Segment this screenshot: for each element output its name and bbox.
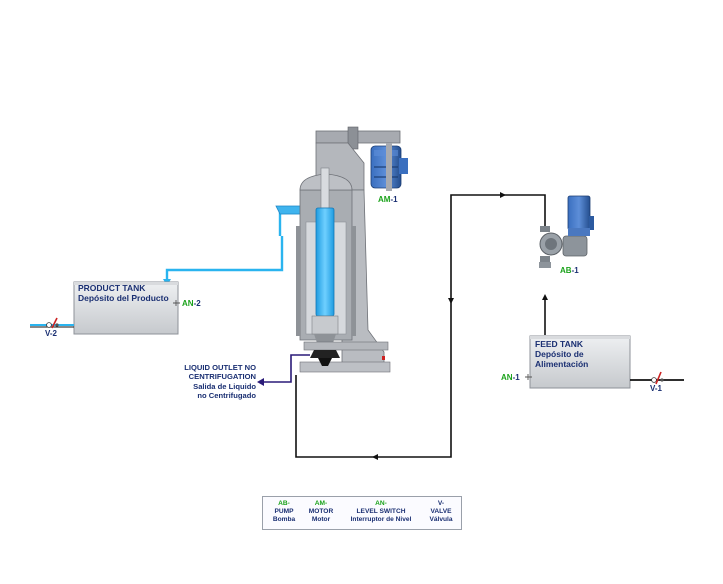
legend-key: AM- [314,500,328,507]
level-switch-icon [525,374,532,380]
liquid-outlet-label: LIQUID OUTLET NO CENTRIFUGATION Salida d… [170,363,256,401]
liquid-outlet-line2: CENTRIFUGATION [188,372,256,382]
product-line [165,211,318,282]
feed-tank-subtitle-2: Alimentación [535,359,589,369]
liquid-outlet-line4: no Centrifugado [197,391,256,401]
tag-an2[interactable]: AN-2 [182,299,201,308]
legend-item-level-switch: AN- LEVEL SWITCH Interruptor de Nivel [341,500,421,525]
tag-ab1[interactable]: AB-1 [560,266,579,275]
flow-arrow [500,192,506,198]
feed-tank-subtitle-1: Depósito de [535,349,584,359]
legend-es: Interruptor de Nivel [350,516,412,524]
liquid-outlet-line1: LIQUID OUTLET NO [184,363,256,372]
tag-ab1-prefix: AB [560,266,572,275]
product-tank-title: PRODUCT TANK [78,283,146,293]
liquid-outlet-line3: Salida de Liquido [193,381,256,391]
centrifuge-icon[interactable] [296,126,401,373]
legend-key: AB- [278,500,290,507]
outlet-line [262,354,310,383]
tag-an2-prefix: AN [182,299,194,308]
legend-en: PUMP [274,508,294,516]
valve-icon[interactable] [46,317,59,329]
legend-es: Bomba [272,516,296,524]
valve-icon[interactable] [651,371,664,385]
flow-arrow [542,294,548,300]
flow-arrow [257,378,264,386]
legend-key: AN- [375,500,387,507]
legend: AB- PUMP Bomba AM- MOTOR Motor AN- LEVEL… [262,496,462,530]
legend-en: VALVE [430,508,452,516]
tag-am1-suffix: -1 [390,195,398,204]
tag-ab1-suffix: -1 [571,266,579,275]
level-switch-icon [173,300,180,306]
pump-icon[interactable] [539,195,594,268]
tag-am1-prefix: AM [378,195,391,204]
legend-item-pump: AB- PUMP Bomba [267,500,301,525]
tag-an1-prefix: AN [501,373,513,382]
flow-arrow [448,298,454,304]
product-tank-label: PRODUCT TANK Depósito del Producto [78,283,169,303]
feed-line [295,194,546,458]
flow-arrow [372,454,378,460]
product-tank-subtitle: Depósito del Producto [78,293,169,303]
product-tank [73,281,179,335]
tag-am1[interactable]: AM-1 [378,195,398,204]
feed-tank-label: FEED TANK Depósito de Alimentación [535,339,588,369]
legend-es: Válvula [429,516,453,524]
tag-v2[interactable]: V-2 [45,329,58,338]
tag-an1[interactable]: AN-1 [501,373,520,382]
legend-key: V- [437,500,445,507]
tag-an1-suffix: -1 [512,373,520,382]
legend-es: Motor [311,516,331,524]
feed-tank-title: FEED TANK [535,339,584,349]
legend-item-valve: V- VALVE Válvula [423,500,459,525]
legend-item-motor: AM- MOTOR Motor [303,500,339,525]
legend-en: MOTOR [308,508,334,516]
tag-an2-suffix: -2 [193,299,201,308]
feed-tank [529,335,631,389]
legend-en: LEVEL SWITCH [356,508,406,516]
tag-v1[interactable]: V-1 [650,384,663,393]
